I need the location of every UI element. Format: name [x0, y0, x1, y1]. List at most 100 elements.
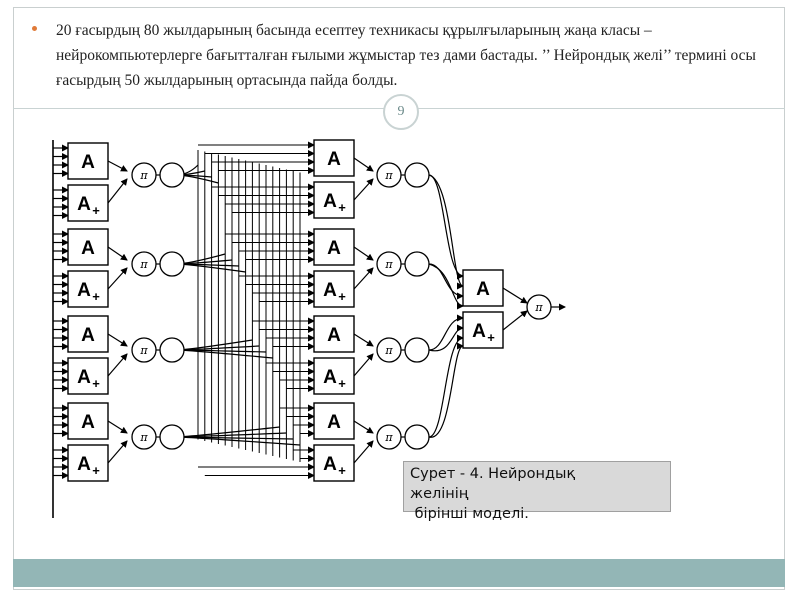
connection-curve	[175, 432, 287, 438]
layer1-a-plus-block-2	[67, 270, 109, 308]
layer2-a-plus-block-1-label: A	[323, 191, 337, 212]
connection-curve	[428, 263, 464, 310]
layer1-pi-node-1-label: π	[139, 169, 148, 182]
connection-line	[107, 353, 128, 377]
layer2-a-plus-block-3-label: A	[323, 367, 337, 388]
layer1-pi-node-2-label: π	[139, 258, 148, 271]
layer1-output-node-3	[159, 337, 185, 363]
final-a-plus-block-sub: +	[487, 330, 495, 345]
layer2-output-node-3	[404, 337, 430, 363]
layer1-a-block-1	[67, 142, 109, 180]
bullet-paragraph: 20 ғасырдың 80 жылдарының басында есепте…	[32, 18, 762, 93]
layer2-a-plus-block-3-sub: +	[338, 376, 346, 391]
layer2-a-plus-block-3	[313, 357, 355, 395]
final-a-plus-block-label: A	[472, 321, 486, 342]
layer1-a-plus-block-4	[67, 444, 109, 482]
layer2-a-block-2-label: A	[327, 238, 341, 259]
final-pi-node	[526, 294, 552, 320]
connection-line	[107, 160, 128, 172]
connection-curve	[175, 345, 260, 351]
layer1-a-block-2	[67, 228, 109, 266]
slide-frame	[13, 7, 785, 590]
connection-line	[353, 178, 374, 201]
layer2-a-plus-block-1	[313, 181, 355, 219]
layer2-a-plus-block-4	[313, 444, 355, 482]
layer2-pi-node-2	[376, 251, 402, 277]
layer1-pi-node-1	[131, 162, 157, 188]
layer2-a-plus-block-4-sub: +	[338, 463, 346, 478]
layer1-a-plus-block-3-label: A	[77, 367, 91, 388]
layer2-a-block-2	[313, 228, 355, 266]
connection-line	[353, 333, 374, 347]
connection-line	[107, 246, 128, 261]
connection-line	[502, 287, 528, 304]
connection-line	[107, 420, 128, 434]
connection-curve	[428, 334, 464, 438]
connection-line	[107, 178, 128, 204]
layer1-a-plus-block-3-sub: +	[92, 376, 100, 391]
layer1-pi-node-2	[131, 251, 157, 277]
layer1-a-block-2-label: A	[81, 238, 95, 259]
connection-line	[107, 333, 128, 347]
layer1-a-plus-block-1	[67, 184, 109, 222]
caption-line-1: Сурет - 4. Нейрондық	[410, 466, 576, 482]
layer1-a-block-1-label: A	[81, 152, 95, 173]
layer1-a-plus-block-1-sub: +	[92, 203, 100, 218]
connection-line	[502, 310, 528, 331]
layer2-pi-node-4	[376, 424, 402, 450]
layer1-output-node-2	[159, 251, 185, 277]
layer1-a-block-4-label: A	[81, 412, 95, 433]
layer2-a-block-3-label: A	[327, 325, 341, 346]
caption-line-2: желінің	[410, 486, 469, 502]
layer1-output-node-1	[159, 162, 185, 188]
connection-line	[353, 246, 374, 261]
final-a-block-label: A	[476, 279, 490, 300]
connection-line	[107, 440, 128, 464]
layer2-a-block-3	[313, 315, 355, 353]
layer2-pi-node-1	[376, 162, 402, 188]
figure-caption: Сурет - 4. Нейрондық желінің бірінші мод…	[403, 461, 671, 522]
layer1-a-block-3-label: A	[81, 325, 95, 346]
connection-line	[107, 267, 128, 290]
layer2-output-node-2	[404, 251, 430, 277]
connection-curve	[428, 263, 464, 300]
layer1-pi-node-4	[131, 424, 157, 450]
layer1-a-block-3	[67, 315, 109, 353]
layer2-a-plus-block-2-sub: +	[338, 289, 346, 304]
connection-curve	[428, 342, 464, 438]
layer1-pi-node-3-label: π	[139, 344, 148, 357]
connection-curve	[428, 324, 464, 352]
layer2-a-plus-block-4-label: A	[323, 454, 337, 475]
final-pi-node-label: π	[534, 301, 543, 314]
layer1-a-plus-block-4-label: A	[77, 454, 91, 475]
layer2-pi-node-2-label: π	[384, 258, 393, 271]
layer2-a-plus-block-1-sub: +	[338, 200, 346, 215]
layer2-pi-node-4-label: π	[384, 431, 393, 444]
bullet-text: 20 ғасырдың 80 жылдарының басында есепте…	[56, 22, 756, 89]
layer1-a-plus-block-3	[67, 357, 109, 395]
layer1-a-plus-block-2-sub: +	[92, 289, 100, 304]
connection-curve	[428, 314, 464, 351]
layer1-pi-node-3	[131, 337, 157, 363]
layer2-a-block-1-label: A	[327, 149, 341, 170]
connection-line	[353, 440, 374, 464]
footer-bar	[13, 559, 785, 587]
layer2-a-block-4-label: A	[327, 412, 341, 433]
page-number: 9	[383, 94, 419, 130]
connection-curve	[428, 174, 464, 290]
layer2-a-plus-block-2	[313, 270, 355, 308]
layer2-pi-node-1-label: π	[384, 169, 393, 182]
layer2-pi-node-3	[376, 337, 402, 363]
connection-line	[353, 353, 374, 377]
layer2-a-block-1	[313, 139, 355, 177]
layer1-pi-node-4-label: π	[139, 431, 148, 444]
layer1-a-block-4	[67, 402, 109, 440]
layer2-a-plus-block-2-label: A	[323, 280, 337, 301]
layer2-a-block-4	[313, 402, 355, 440]
layer2-pi-node-3-label: π	[384, 344, 393, 357]
layer1-a-plus-block-4-sub: +	[92, 463, 100, 478]
connection-line	[353, 267, 374, 290]
layer2-output-node-4	[404, 424, 430, 450]
layer1-a-plus-block-1-label: A	[77, 194, 91, 215]
layer2-output-node-1	[404, 162, 430, 188]
